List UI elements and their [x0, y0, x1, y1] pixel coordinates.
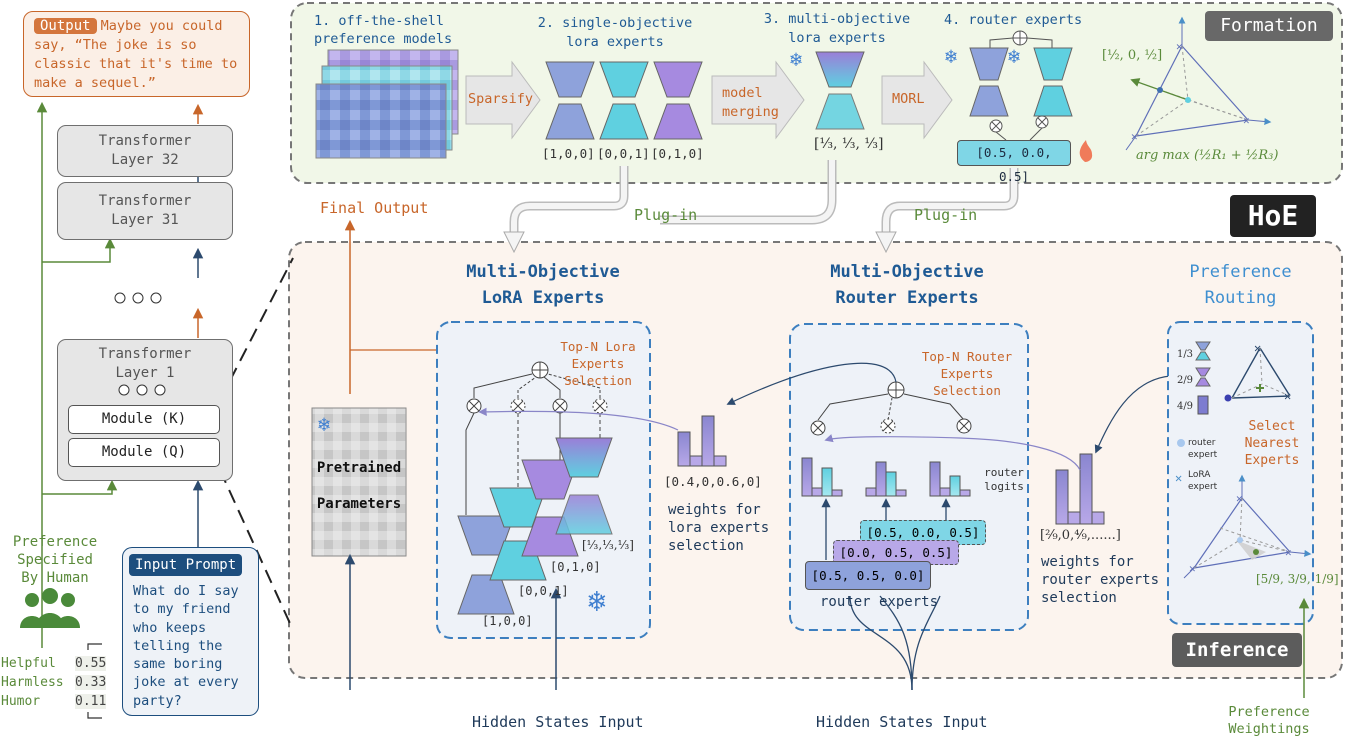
svg-text:✕: ✕	[1175, 471, 1182, 485]
single-vec-3: [0,1,0]	[651, 146, 704, 161]
multi-vec: [⅓, ⅓, ⅓]	[814, 136, 884, 152]
formation-router	[969, 30, 1073, 141]
people-icon	[20, 588, 80, 628]
layer1-dots	[118, 384, 166, 396]
layer1-line2: Layer 1	[115, 365, 175, 381]
routing-point-label: [5/9, 3/9, 1/9]	[1256, 572, 1339, 586]
lora-vec-1: [1,0,0]	[482, 614, 533, 628]
router-logits-histograms	[801, 457, 971, 497]
lora-vec-2: [0,0,1]	[518, 584, 569, 598]
svg-text:✕: ✕	[1131, 130, 1138, 143]
plugin-label-left: Plug-in	[634, 206, 698, 224]
svg-text:✕: ✕	[1284, 389, 1291, 403]
hidden-states-right: Hidden States Input	[816, 713, 988, 731]
inference-badge: Inference	[1172, 633, 1302, 667]
argmax-label: arg max (½R₁ + ½R₃)	[1136, 148, 1279, 163]
svg-text:✕: ✕	[1176, 40, 1183, 53]
router-experts-label: router experts	[820, 594, 939, 610]
formation-badge: Formation	[1205, 11, 1333, 41]
hidden-states-left: Hidden States Input	[472, 713, 644, 731]
final-output-label: Final Output	[320, 199, 429, 217]
morl-label: MORL	[892, 91, 925, 107]
svg-text:✕: ✕	[1254, 341, 1261, 355]
router-weights-vec: [²⁄₉,0,⁴⁄₉,......]	[1040, 528, 1121, 543]
layer32-line2: Layer 32	[111, 152, 179, 168]
svg-text:✕: ✕	[1285, 546, 1292, 559]
pretrained-block	[311, 407, 407, 557]
layer31-line1: Transformer	[98, 193, 192, 209]
snowflake-icon: ❄	[945, 44, 958, 68]
module-q[interactable]: Module (Q)	[68, 438, 220, 467]
single-vec-1: [1,0,0]	[542, 146, 595, 161]
snowflake-icon: ❄	[588, 584, 607, 619]
svg-text:✕: ✕	[1236, 492, 1243, 505]
lora-vec-4: [⅓,⅓,⅓]	[582, 538, 634, 552]
lora-weights-vec: [0.4,0,0.6,0]	[664, 474, 762, 489]
svg-text:✕: ✕	[1243, 114, 1250, 127]
step4-label: 4. router experts	[944, 12, 1083, 28]
transformer-layer-31[interactable]: Transformer Layer 31	[57, 182, 233, 240]
snowflake-icon: ❄	[318, 412, 331, 436]
triangle-point-label: [½, 0, ½]	[1102, 48, 1163, 63]
formation-router-vec: [0.5, 0.0, 0.5]	[957, 140, 1071, 184]
router-weights-histogram	[1055, 453, 1105, 525]
layer1-line1: Transformer	[98, 346, 192, 362]
single-vec-2: [0,0,1]	[597, 146, 650, 161]
input-prompt-tag: Input Prompt	[129, 554, 243, 576]
hoe-badge: HoE	[1230, 195, 1316, 237]
plugin-label-right: Plug-in	[914, 206, 978, 224]
sparsify-label: Sparsify	[468, 91, 534, 107]
svg-text:✕: ✕	[1189, 562, 1196, 575]
ellipsis-dots	[113, 290, 169, 309]
module-k[interactable]: Module (K)	[68, 405, 220, 434]
formation-triangle: ✕ ✕ ✕	[1125, 16, 1272, 151]
snowflake-icon: ❄	[1008, 44, 1021, 68]
single-lora-experts	[545, 61, 703, 140]
transformer-layer-32[interactable]: Transformer Layer 32	[57, 125, 233, 177]
layer32-line1: Transformer	[98, 133, 192, 149]
layer31-line2: Layer 31	[111, 212, 179, 228]
router-vec-3[interactable]: [0.5, 0.5, 0.0]	[805, 561, 931, 590]
lora-weights-histogram	[677, 415, 727, 467]
snowflake-icon: ❄	[790, 47, 803, 71]
output-tag: Output	[34, 18, 97, 34]
lora-vec-3: [0,1,0]	[550, 560, 601, 574]
